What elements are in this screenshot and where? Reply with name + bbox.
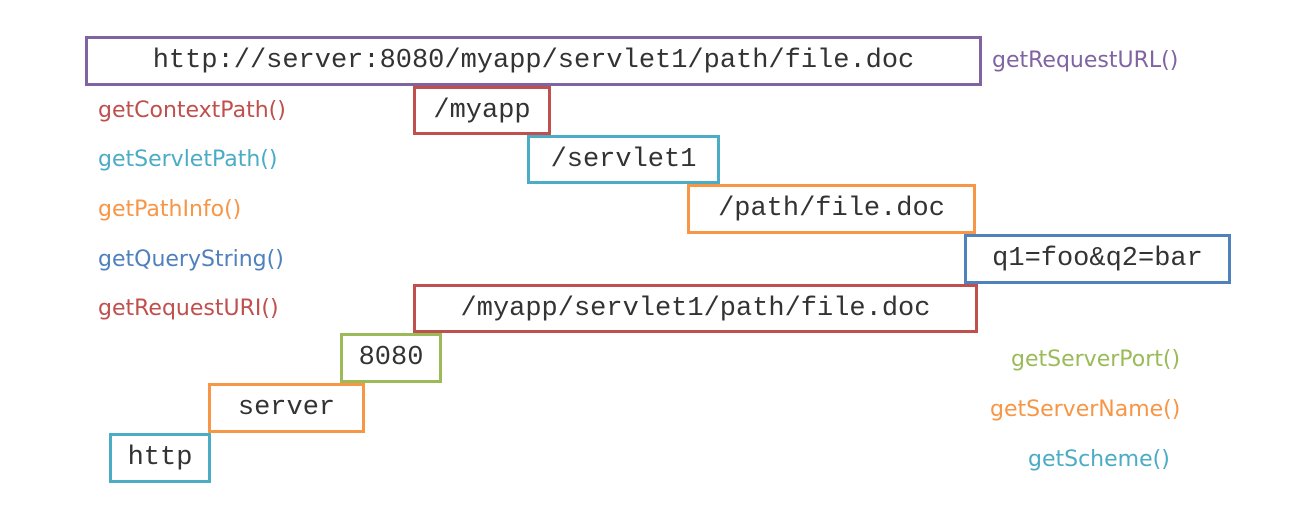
servlet-path-value: /servlet1 <box>550 144 697 175</box>
scheme-value: http <box>127 443 193 473</box>
request-uri-box: /myapp/servlet1/path/file.doc <box>413 284 978 333</box>
get-scheme-label: getScheme() <box>1028 447 1170 472</box>
query-string-box: q1=foo&q2=bar <box>964 234 1231 284</box>
query-string-value: q1=foo&q2=bar <box>992 244 1203 274</box>
request-url-value: http://server:8080/myapp/servlet1/path/f… <box>152 46 915 76</box>
get-server-port-label: getServerPort() <box>1011 347 1181 372</box>
request-url-box: http://server:8080/myapp/servlet1/path/f… <box>85 36 982 86</box>
get-path-info-label: getPathInfo() <box>98 197 242 222</box>
context-path-box: /myapp <box>413 86 551 135</box>
get-context-path-label: getContextPath() <box>98 98 286 123</box>
server-name-value: server <box>237 393 336 423</box>
server-name-box: server <box>208 383 365 433</box>
path-info-box: /path/file.doc <box>687 184 976 234</box>
get-request-url-label: getRequestURL() <box>992 48 1179 73</box>
context-path-value: /myapp <box>433 95 531 126</box>
servlet-path-box: /servlet1 <box>527 135 720 184</box>
scheme-box: http <box>109 433 211 483</box>
path-info-value: /path/file.doc <box>718 194 945 224</box>
server-port-value: 8080 <box>358 343 424 373</box>
get-request-uri-label: getRequestURI() <box>98 296 279 321</box>
get-servlet-path-label: getServletPath() <box>98 147 278 172</box>
get-query-string-label: getQueryString() <box>98 247 284 272</box>
server-port-box: 8080 <box>340 333 442 383</box>
get-server-name-label: getServerName() <box>990 397 1181 422</box>
request-uri-value: /myapp/servlet1/path/file.doc <box>460 293 931 324</box>
